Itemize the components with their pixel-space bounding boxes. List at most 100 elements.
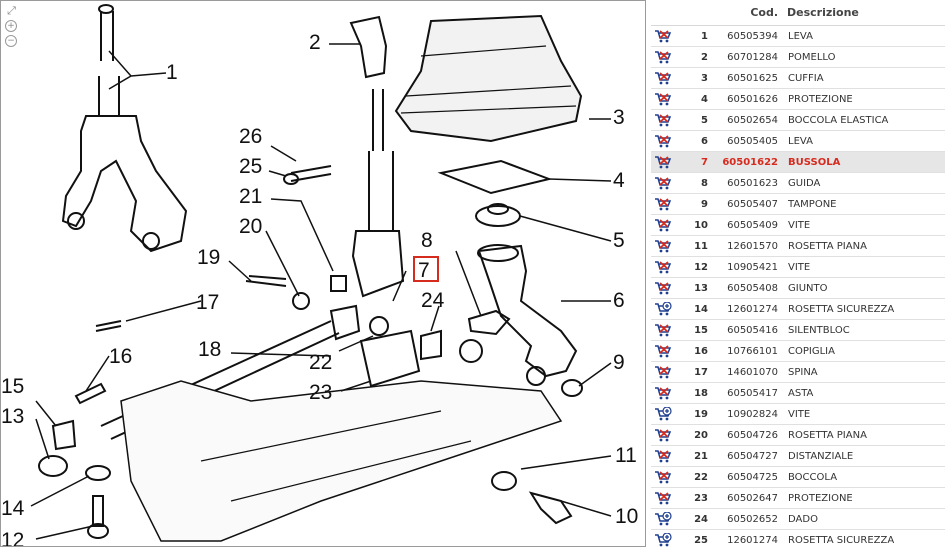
cart-remove-icon[interactable] (654, 176, 672, 190)
callout-14[interactable]: 14 (1, 497, 25, 520)
cart-remove-icon[interactable] (654, 386, 672, 400)
callout-2[interactable]: 2 (309, 31, 321, 54)
cart-add-icon[interactable] (654, 302, 672, 316)
part-description: GUIDA (786, 172, 945, 194)
callout-11[interactable]: 11 (615, 444, 637, 467)
callout-13[interactable]: 13 (1, 405, 24, 428)
cart-add-icon[interactable] (654, 533, 672, 547)
cart-remove-icon[interactable] (654, 29, 672, 43)
diagram-drawing: 1234567891011121314151617181920212223242… (1, 4, 638, 547)
zoom-in-icon[interactable]: + (5, 20, 17, 32)
part-description: GIUNTO (786, 277, 945, 299)
cart-cell (651, 361, 684, 383)
cart-remove-icon[interactable] (654, 197, 672, 211)
callout-21[interactable]: 21 (239, 185, 262, 208)
zoom-out-icon[interactable]: − (5, 35, 17, 47)
cart-remove-icon[interactable] (654, 155, 672, 169)
callout-23[interactable]: 23 (309, 381, 332, 404)
part-number: 10 (684, 214, 716, 236)
cart-remove-icon[interactable] (654, 491, 672, 505)
cart-remove-icon[interactable] (654, 134, 672, 148)
callout-19[interactable]: 19 (197, 246, 220, 269)
cart-remove-icon[interactable] (654, 113, 672, 127)
part-description: ROSETTA SICUREZZA (786, 298, 945, 320)
cart-remove-icon[interactable] (654, 92, 672, 106)
cart-add-icon[interactable] (654, 512, 672, 526)
cart-remove-icon[interactable] (654, 323, 672, 337)
callout-9[interactable]: 9 (613, 351, 625, 374)
part-description: VITE (786, 214, 945, 236)
cart-remove-icon[interactable] (654, 50, 672, 64)
callout-26[interactable]: 26 (239, 125, 262, 148)
part-number: 24 (684, 508, 716, 530)
exploded-parts-diagram[interactable]: ⤢ + − (0, 0, 646, 547)
cart-remove-icon[interactable] (654, 470, 672, 484)
callout-18[interactable]: 18 (198, 338, 221, 361)
cart-remove-icon[interactable] (654, 344, 672, 358)
callout-22[interactable]: 22 (309, 351, 332, 374)
cart-remove-icon[interactable] (654, 365, 672, 379)
part-code: 14601070 (716, 361, 786, 383)
callout-17[interactable]: 17 (196, 291, 219, 314)
cart-remove-icon[interactable] (654, 449, 672, 463)
cart-remove-icon[interactable] (654, 239, 672, 253)
part-number: 7 (684, 151, 716, 173)
callout-12[interactable]: 12 (1, 529, 24, 547)
callout-3[interactable]: 3 (613, 106, 625, 129)
cart-remove-icon[interactable] (654, 260, 672, 274)
cart-remove-icon[interactable] (654, 71, 672, 85)
part-description: DADO (786, 508, 945, 530)
callout-7[interactable]: 7 (418, 259, 430, 282)
cart-cell (651, 46, 684, 68)
cart-cell (651, 130, 684, 152)
cart-add-icon[interactable] (654, 407, 672, 421)
part-description: LEVA (786, 25, 945, 47)
part-number: 11 (684, 235, 716, 257)
part-code: 60501625 (716, 67, 786, 89)
callout-15[interactable]: 15 (1, 375, 24, 398)
cart-remove-icon[interactable] (654, 428, 672, 442)
callout-5[interactable]: 5 (613, 229, 625, 252)
callout-10[interactable]: 10 (615, 505, 638, 528)
callout-24[interactable]: 24 (421, 289, 445, 312)
callout-6[interactable]: 6 (613, 289, 625, 312)
callout-16[interactable]: 16 (109, 345, 132, 368)
cart-remove-icon[interactable] (654, 218, 672, 232)
expand-icon[interactable]: ⤢ (7, 4, 16, 17)
cart-cell (651, 403, 684, 425)
callout-25[interactable]: 25 (239, 155, 262, 178)
callout-20[interactable]: 20 (239, 215, 262, 238)
callout-4[interactable]: 4 (613, 169, 625, 192)
callout-1[interactable]: 1 (166, 61, 178, 84)
part-number: 1 (684, 25, 716, 47)
cart-remove-icon[interactable] (654, 281, 672, 295)
part-description: VITE (786, 256, 945, 278)
callout-8[interactable]: 8 (421, 229, 433, 252)
